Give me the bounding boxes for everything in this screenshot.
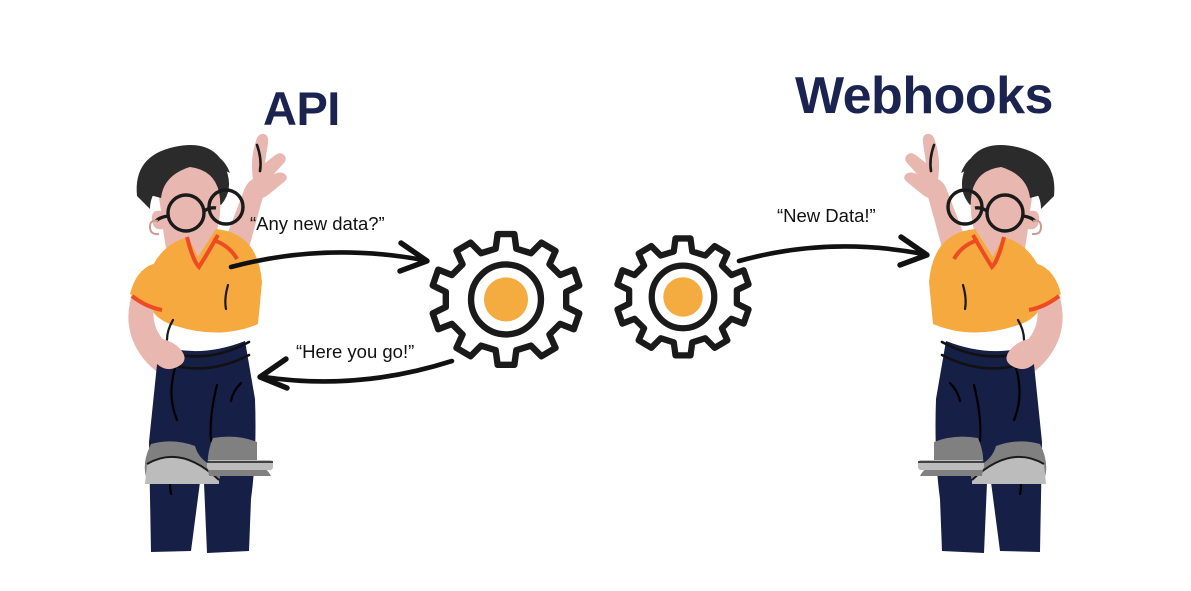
gear-left-center — [483, 277, 529, 322]
arrow-push — [733, 230, 938, 278]
right-pants — [935, 341, 1042, 553]
left-sleeve-trim — [130, 294, 163, 312]
right-sleeve-trim — [1028, 294, 1061, 312]
character-left-figure — [128, 133, 287, 553]
left-hand-in-pocket — [153, 338, 185, 370]
page-title-api: API — [263, 82, 340, 135]
left-hair-fringe — [149, 151, 230, 198]
right-sleeve — [1012, 264, 1061, 310]
arrow-response — [254, 355, 459, 401]
character-left — [95, 100, 305, 553]
arrow-response-icon — [257, 356, 455, 391]
speech-label-push: “New Data!” — [777, 205, 876, 226]
gear-left-icon — [429, 230, 583, 368]
right-shirt-vneck-trim — [971, 234, 1006, 271]
left-ear — [148, 219, 160, 236]
left-shirt-vneck-trim — [185, 234, 220, 271]
left-hand — [252, 133, 287, 199]
left-pants — [149, 341, 256, 553]
right-shoe-1 — [970, 441, 1047, 484]
right-thumb-line — [929, 143, 936, 173]
page-title-webhooks: Webhooks — [795, 67, 1053, 125]
right-ear — [1031, 219, 1043, 236]
arrow-push-icon — [736, 234, 930, 268]
right-hand-in-pocket — [1006, 338, 1038, 370]
left-thumb-line — [255, 143, 262, 173]
gear-right — [614, 233, 752, 369]
character-right-figure — [904, 133, 1063, 553]
arrow-request-icon — [228, 240, 430, 274]
left-shoulder-trim — [212, 238, 239, 261]
right-shoe-2 — [918, 436, 984, 476]
speech-label-request: “Any new data?” — [250, 213, 385, 234]
left-shirt-folds — [165, 283, 230, 342]
right-glasses — [946, 188, 1037, 233]
gear-right-center — [663, 277, 703, 317]
right-shirt-folds — [961, 283, 1026, 342]
left-sleeve — [130, 264, 179, 310]
right-shoulder-trim — [952, 238, 979, 261]
gear-left — [429, 228, 583, 380]
arrow-request — [225, 238, 440, 286]
right-hand — [904, 133, 939, 199]
right-hair-fringe — [961, 151, 1042, 198]
speech-label-response: “Here you go!” — [296, 341, 415, 362]
left-shoe-2 — [207, 436, 273, 476]
gear-right-icon — [614, 235, 752, 359]
character-right — [886, 100, 1096, 553]
